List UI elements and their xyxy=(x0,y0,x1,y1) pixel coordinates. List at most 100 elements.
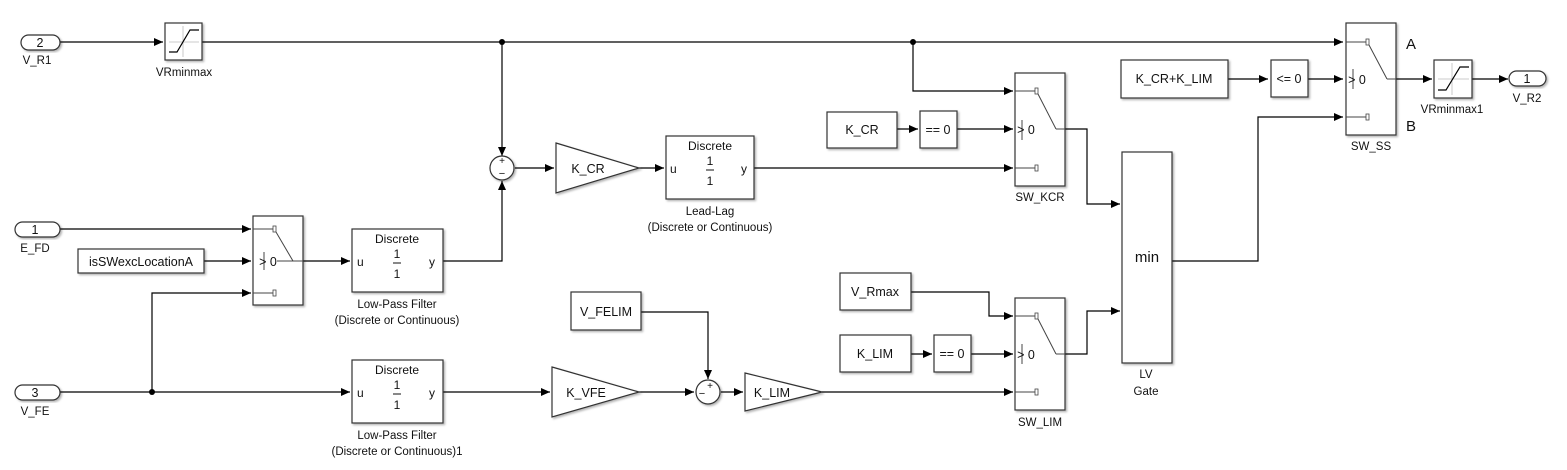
block-name: (Discrete or Continuous) xyxy=(335,315,460,327)
gain-value: K_LIM xyxy=(754,386,790,400)
saturation-vrminmax1[interactable]: VRminmax1 xyxy=(1421,59,1484,116)
switch-icon xyxy=(253,228,303,294)
filter-input-port-label: u xyxy=(357,255,364,269)
inport-v-r1[interactable]: 2 V_R1 xyxy=(20,34,61,67)
sum-sign-plus: + xyxy=(707,381,713,392)
compare-operator: == 0 xyxy=(939,347,964,361)
constant-value: V_FELIM xyxy=(580,305,632,319)
constant-k-cr-plus-k-lim[interactable]: K_CR+K_LIM xyxy=(1120,59,1229,99)
saturation-vrminmax[interactable]: VRminmax xyxy=(156,22,212,79)
port-name: V_R2 xyxy=(1513,93,1542,105)
switch-contact xyxy=(1365,113,1370,121)
constant-isswexclocationa[interactable]: isSWexcLocationA xyxy=(77,248,205,274)
switch-lever xyxy=(275,231,294,262)
block-name: SW_LIM xyxy=(1018,417,1062,429)
compare-klim-eq-zero[interactable]: == 0 xyxy=(933,334,972,373)
constant-k-lim[interactable]: K_LIM xyxy=(839,334,912,373)
sum-block-2[interactable]: + − xyxy=(695,379,721,405)
filter-header: Discrete xyxy=(375,232,419,246)
block-name: Low-Pass Filter xyxy=(357,299,436,311)
block-name: (Discrete or Continuous)1 xyxy=(331,446,462,458)
line-swkcr-to-min[interactable] xyxy=(1065,128,1120,208)
block-name: SW_SS xyxy=(1351,141,1392,153)
filter-input-port-label: u xyxy=(670,162,677,176)
switch-icon xyxy=(1015,90,1065,169)
constant-v-rmax[interactable]: V_Rmax xyxy=(839,272,912,311)
block-name: VRminmax xyxy=(156,67,212,79)
switch-exc-location[interactable]: > 0 xyxy=(252,215,304,306)
constant-v-felim[interactable]: V_FELIM xyxy=(570,291,642,331)
constant-value: K_LIM xyxy=(857,347,893,361)
switch-lever xyxy=(1037,318,1057,355)
sum-sign-minus: − xyxy=(699,388,705,400)
sum-sign-minus: − xyxy=(499,168,505,180)
inport-e-fd[interactable]: 1 E_FD xyxy=(14,221,61,255)
sum-sign-plus: + xyxy=(499,156,505,167)
block-name: Low-Pass Filter xyxy=(357,430,436,442)
filter-numerator: 1 xyxy=(707,154,714,168)
port-number: 1 xyxy=(1524,72,1531,86)
line-vrmax-to-swlim[interactable] xyxy=(911,291,1013,320)
filter-output-port-label: y xyxy=(429,255,435,269)
filter-header: Discrete xyxy=(375,363,419,377)
compare-operator: <= 0 xyxy=(1276,72,1301,86)
switch-criterion: > 0 xyxy=(1348,73,1366,87)
constant-value: K_CR xyxy=(845,123,878,137)
gain-k-cr[interactable]: K_CR xyxy=(555,142,642,194)
switch-contact xyxy=(1034,87,1039,95)
lead-lag-filter[interactable]: Discrete 1 1 u y Lead-Lag (Discrete or C… xyxy=(648,135,773,234)
block-name: Lead-Lag xyxy=(686,206,735,218)
filter-input-port-label: u xyxy=(357,386,364,400)
switch-criterion: > 0 xyxy=(1017,348,1035,362)
line-vfelim-to-sum2[interactable] xyxy=(641,311,712,379)
filter-denominator: 1 xyxy=(394,267,401,281)
saturation-icon xyxy=(169,29,199,53)
line-vfe-to-switch[interactable] xyxy=(151,289,251,392)
minmax-operator: min xyxy=(1135,249,1159,266)
block-name: (Discrete or Continuous) xyxy=(648,222,773,234)
filter-output-port-label: y xyxy=(741,162,747,176)
gain-k-lim[interactable]: K_LIM xyxy=(744,372,823,412)
branch-point xyxy=(499,39,505,45)
gain-value: K_CR xyxy=(571,162,604,176)
switch-sw-lim[interactable]: > 0 SW_LIM xyxy=(1014,297,1066,429)
line-branch-to-swkcr[interactable] xyxy=(912,42,1013,95)
sum-block-1[interactable]: + − xyxy=(489,155,515,181)
port-number: 2 xyxy=(37,36,44,50)
filter-output-port-label: y xyxy=(429,386,435,400)
compare-sum-le-zero[interactable]: <= 0 xyxy=(1270,59,1309,98)
switch-contact xyxy=(1365,38,1370,46)
switch-contact xyxy=(1034,388,1039,396)
filter-header: Discrete xyxy=(688,139,732,153)
gain-k-vfe[interactable]: K_VFE xyxy=(551,366,642,418)
switch-icon xyxy=(1346,41,1396,118)
line-lpf1-to-sum1[interactable] xyxy=(443,181,506,262)
constant-value: isSWexcLocationA xyxy=(89,255,194,269)
switch-contact xyxy=(272,289,277,297)
saturation-icon xyxy=(1438,66,1469,91)
inport-v-fe[interactable]: 3 V_FE xyxy=(14,384,61,418)
switch-criterion: > 0 xyxy=(1017,123,1035,137)
switch-sw-kcr[interactable]: > 0 SW_KCR xyxy=(1014,72,1066,204)
branch-point xyxy=(910,39,916,45)
switch-contact xyxy=(1034,164,1039,172)
switch-lever xyxy=(1368,44,1388,80)
minmax-lv-gate[interactable]: min LV Gate xyxy=(1121,151,1173,398)
block-name: LV xyxy=(1139,369,1153,381)
low-pass-filter-1[interactable]: Discrete 1 1 u y Low-Pass Filter (Discre… xyxy=(335,228,460,327)
switch-sw-ss[interactable]: > 0 SW_SS xyxy=(1345,22,1397,153)
outport-v-r2[interactable]: 1 V_R2 xyxy=(1508,70,1547,105)
filter-numerator: 1 xyxy=(394,378,401,392)
compare-operator: == 0 xyxy=(925,123,950,137)
port-number: 1 xyxy=(32,223,39,237)
switch-contact xyxy=(272,225,277,233)
switch-criterion: > 0 xyxy=(259,255,277,269)
line-swlim-to-min[interactable] xyxy=(1065,307,1120,355)
low-pass-filter-2[interactable]: Discrete 1 1 u y Low-Pass Filter (Discre… xyxy=(331,359,463,458)
line-min-to-swss[interactable] xyxy=(1172,113,1343,262)
annotation-b: B xyxy=(1406,118,1416,135)
compare-kcr-eq-zero[interactable]: == 0 xyxy=(919,110,958,149)
constant-k-cr[interactable]: K_CR xyxy=(826,111,898,149)
signal-lines xyxy=(60,38,1508,396)
